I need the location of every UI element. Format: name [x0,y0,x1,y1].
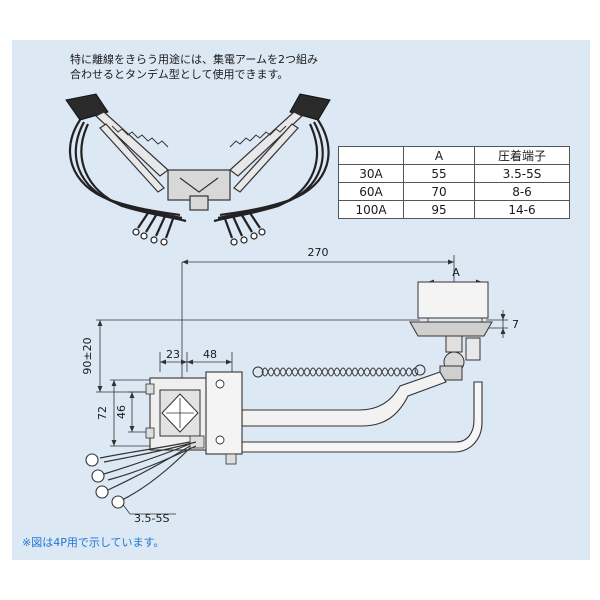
tension-spring [252,364,426,378]
table-row: 30A 55 3.5-5S [338,164,570,183]
tandem-shoes [65,93,331,121]
dim-48: 48 [203,348,217,361]
dim-terminal: 3.5-5S [134,512,169,525]
table-cell: 55 [403,164,475,183]
table-cell: 8-6 [474,182,570,201]
table-header-row: A 圧着端子 [338,146,570,165]
table-cell: 30A [338,164,404,183]
tandem-bracket [167,169,231,211]
tandem-cables [68,119,330,239]
dim-7: 7 [512,318,519,331]
dim-a: A [452,266,460,279]
tandem-illustration [65,93,331,246]
table-cell: 60A [338,182,404,201]
note-line-1: 特に離線をきらう用途には、集電アームを2つ組み [70,53,319,66]
lead-terminals [85,453,125,509]
table-header: 圧着端子 [474,146,570,165]
note-line-2: 合わせるとタンデム型として使用できます。 [70,68,289,81]
table-cell: 3.5-5S [474,164,570,183]
table-cell: 95 [403,200,475,219]
spec-table: A 圧着端子 30A 55 3.5-5S 60A 70 8-6 100A 95 … [338,146,570,219]
lead-wires [99,441,197,501]
collector-shoe [409,281,493,381]
table-row: 100A 95 14-6 [338,200,570,219]
dim-overall-length: 270 [308,246,329,259]
side-view-drawing [85,255,508,515]
tandem-springs [111,125,287,148]
dim-46: 46 [115,405,128,419]
dim-height: 90±20 [81,337,94,374]
footnote: ※図は4P用で示しています。 [22,536,165,549]
collector-arm [237,371,483,453]
dim-72: 72 [96,406,109,420]
table-header [338,146,404,165]
dim-23: 23 [166,348,180,361]
table-cell: 14-6 [474,200,570,219]
table-cell: 100A [338,200,404,219]
table-row: 60A 70 8-6 [338,182,570,201]
tandem-terminals [132,228,266,246]
table-cell: 70 [403,182,475,201]
table-header: A [403,146,475,165]
